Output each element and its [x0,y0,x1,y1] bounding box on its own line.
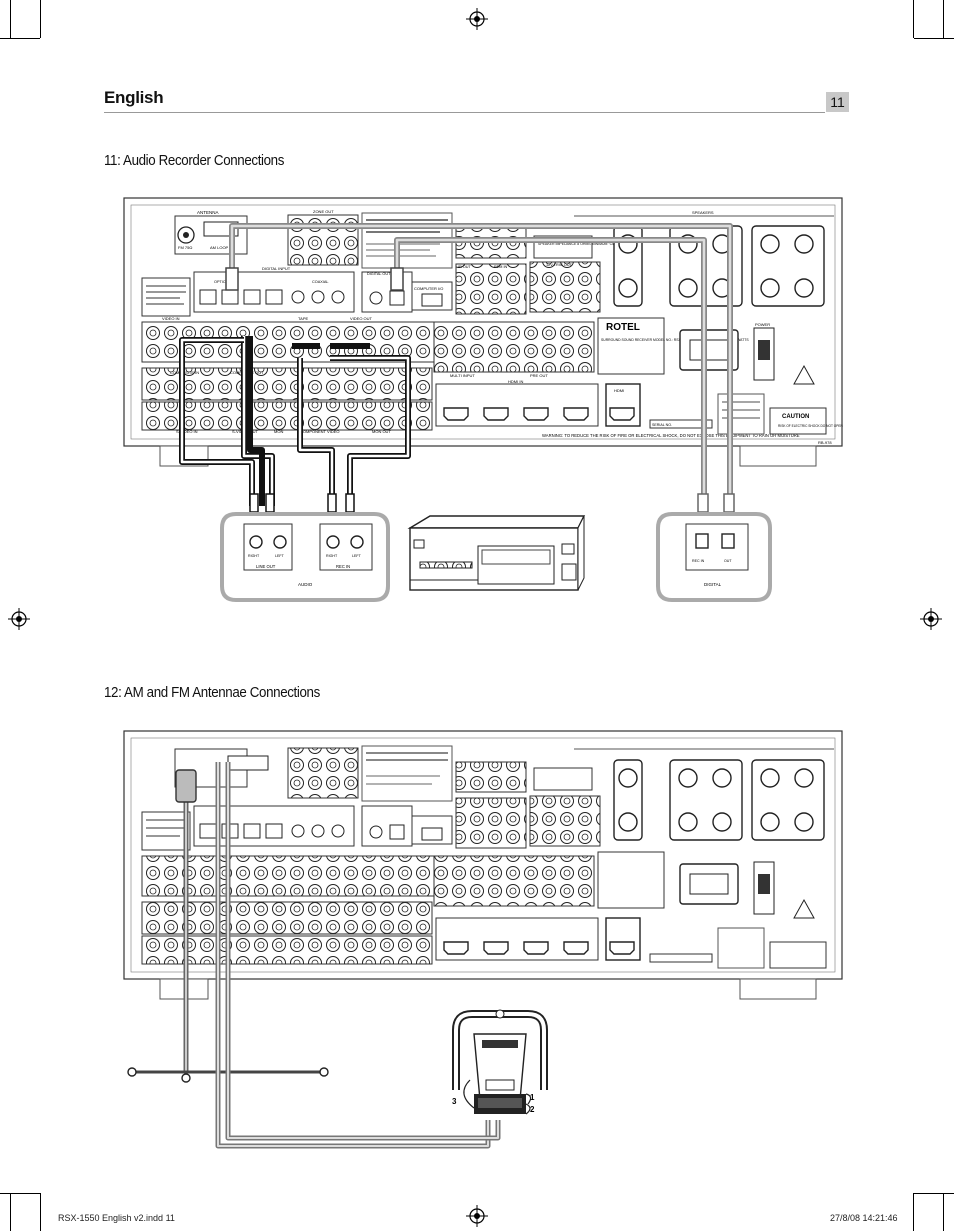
page-number-badge: 11 [826,92,849,112]
crop-mark [0,38,40,39]
crop-mark [914,1193,954,1194]
video-out-label: VIDEO OUT [350,316,373,321]
fm-label: FM 75Ω [178,245,192,250]
pre-out-label: PRE OUT [530,373,548,378]
antennae-diagram: 3 1 2 [123,730,843,1149]
hdmi-label: HDMI [614,388,624,393]
computer-io-label: COMPUTER I/O [414,286,443,291]
step-1-label: 1 [530,1093,535,1102]
caution-label: CAUTION [782,414,809,420]
footer-file-name: RSX-1550 English v2.indd 11 [58,1213,175,1223]
registration-mark-icon [466,1205,488,1227]
crop-mark [943,1193,944,1231]
line-out-label: LINE OUT [256,564,276,569]
step-3-label: 3 [452,1097,457,1106]
power-label: POWER [755,322,770,327]
optical-label: OPTICAL [214,280,230,284]
audio-label: AUDIO [298,582,313,587]
trig-out-label: 12V TRIG OUT [546,263,573,267]
left-label: LEFT [352,554,362,558]
step-2-label: 2 [530,1105,535,1114]
rec-in-digital-label: REC IN [692,559,705,563]
caution-sub-label: RISK OF ELECTRIC SHOCK DO NOT OPEN [778,424,843,428]
crop-mark [40,1193,41,1231]
crop-mark [914,38,954,39]
multi-input-label: MULTI INPUT [450,373,475,378]
rem-in-label: REM IN [494,265,508,269]
registration-mark-icon [8,608,30,630]
ir-out-label: IR OUT [458,265,472,269]
rec-in-label: REC IN [336,564,350,569]
mon-label: MON [274,429,283,434]
am-label: AM LOOP [210,245,229,250]
model-label: SURROUND SOUND RECEIVER MODEL NO.: RSX-1… [601,338,749,342]
rotel-logo: ROTEL [606,322,640,333]
tape-label: TAPE [298,316,308,321]
serial-label: SERIAL NO. [652,423,672,427]
digital-label: DIGITAL [704,582,722,587]
impedance-label: SPEAKER IMPEDANCE 8 OHMS MINIMUM "Class … [538,242,634,246]
out-label: OUT [724,559,732,563]
crop-mark [0,1193,40,1194]
page-header-title: English [104,88,164,107]
crop-mark [10,1193,11,1231]
footer-timestamp: 27/8/08 14:21:46 [830,1213,898,1223]
crop-mark [10,0,11,38]
antenna-label: ANTENNA [197,210,219,215]
crop-mark [913,0,914,38]
component-video-label: COMPONENT VIDEO [300,429,340,434]
registration-mark-icon [920,608,942,630]
registration-mark-icon [466,8,488,30]
svideo-in-label: S-VIDEO IN [176,429,198,434]
hdmi-in-label: HDMI IN [508,379,523,384]
section-title-audio-recorder: 11: Audio Recorder Connections [104,153,285,169]
crop-mark [913,1193,914,1231]
left-label: LEFT [275,554,285,558]
video-in-label: VIDEO IN [162,316,180,321]
crop-mark [40,0,41,38]
header-rule [104,112,825,113]
fm-connector [175,769,197,803]
rb-label: RB-978 [818,440,832,445]
digital-input-label: DIGITAL INPUT [262,266,291,271]
speakers-label: SPEAKERS [692,210,714,215]
right-label: RIGHT [248,554,260,558]
section-title-antennae: 12: AM and FM Antennae Connections [104,685,320,701]
warning-label: WARNING: TO REDUCE THE RISK OF FIRE OR E… [542,433,800,438]
right-label: RIGHT [326,554,338,558]
mon-out-label: MON OUT [372,429,391,434]
digital-output-label: DIGITAL OUTPUT [367,272,399,276]
audio-recorder-diagram: ANTENNA FM 75Ω AM LOOP ZONE OUT DIGITAL … [123,197,843,602]
coaxial-label: COAXIAL [312,280,328,284]
zone-out-label: ZONE OUT [313,209,334,214]
crop-mark [943,0,944,38]
